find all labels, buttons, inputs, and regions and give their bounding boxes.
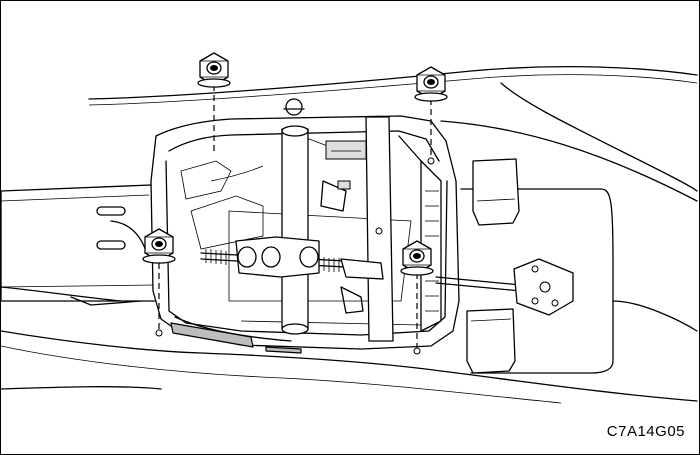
nut-bottom-right xyxy=(400,240,434,276)
left-rail xyxy=(1,184,160,306)
shift-linkage xyxy=(200,180,384,314)
nut-top-right xyxy=(414,66,448,102)
figure-code: C7A14G05 xyxy=(606,423,685,440)
leader-lines xyxy=(158,85,432,349)
stud-holes xyxy=(155,157,435,355)
right-blocks xyxy=(466,158,520,374)
floor-panel-outline xyxy=(1,65,698,404)
nut-top-left xyxy=(197,52,231,88)
side-plate xyxy=(365,116,394,342)
nut-bottom-left xyxy=(142,228,176,264)
shift-cable xyxy=(435,258,574,316)
lever-shaft xyxy=(281,125,309,335)
